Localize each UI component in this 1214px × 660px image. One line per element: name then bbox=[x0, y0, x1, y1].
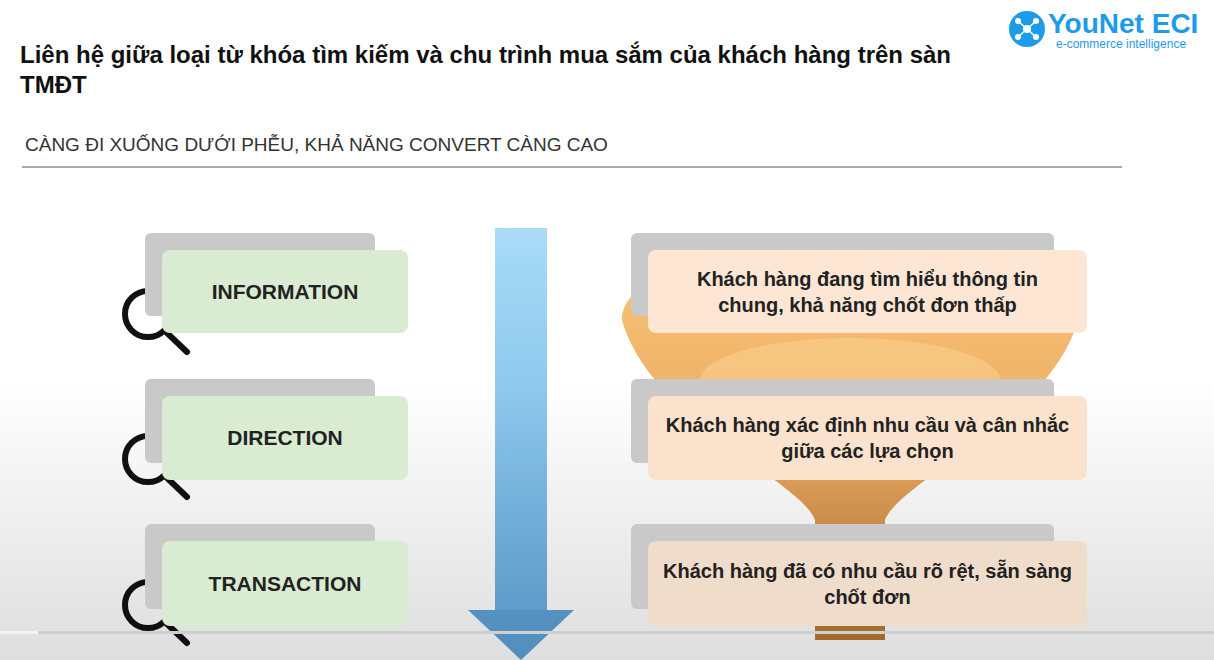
keyword-box: TRANSACTION bbox=[162, 541, 408, 626]
divider-line bbox=[22, 167, 1122, 168]
slide-title: Liên hệ giữa loại từ khóa tìm kiếm và ch… bbox=[20, 40, 995, 100]
box-text: Khách hàng xác định nhu cầu và cân nhắc … bbox=[662, 412, 1073, 464]
box-text-group: Khách hàng xác định nhu cầu và cân nhắc … bbox=[662, 412, 1073, 464]
logo-tagline: e-commerce intelligence bbox=[1056, 37, 1186, 51]
box-text: INFORMATION bbox=[212, 278, 359, 305]
box-text: DIRECTION bbox=[227, 424, 343, 451]
stage-box: Khách hàng xác định nhu cầu và cân nhắc … bbox=[648, 396, 1087, 480]
box-text: TRANSACTION bbox=[209, 570, 362, 597]
box-text: Khách hàng đã có nhu cầu rõ rệt, sẵn sàn… bbox=[662, 558, 1073, 610]
subtitle: CÀNG ĐI XUỐNG DƯỚI PHỄU, KHẢ NĂNG CONVER… bbox=[25, 134, 608, 156]
progress-bar bbox=[0, 631, 1214, 634]
keyword-box: DIRECTION bbox=[162, 396, 408, 480]
box-text-group: DIRECTION bbox=[227, 424, 343, 451]
box-text: Khách hàng đang tìm hiểu thông tin chung… bbox=[662, 266, 1073, 318]
stage-box: Khách hàng đang tìm hiểu thông tin chung… bbox=[648, 250, 1087, 333]
logo-icon bbox=[1009, 11, 1045, 47]
box-text-group: TRANSACTION bbox=[209, 570, 362, 597]
video-overlay bbox=[0, 380, 1214, 660]
logo-text: YouNet ECI bbox=[1048, 8, 1198, 40]
box-text-group: INFORMATION bbox=[212, 278, 359, 305]
progress-fill bbox=[0, 631, 38, 634]
box-text-group: Khách hàng đang tìm hiểu thông tin chung… bbox=[662, 266, 1073, 318]
stage-box: Khách hàng đã có nhu cầu rõ rệt, sẵn sàn… bbox=[648, 541, 1087, 626]
keyword-box: INFORMATION bbox=[162, 250, 408, 333]
box-text-group: Khách hàng đã có nhu cầu rõ rệt, sẵn sàn… bbox=[662, 558, 1073, 610]
